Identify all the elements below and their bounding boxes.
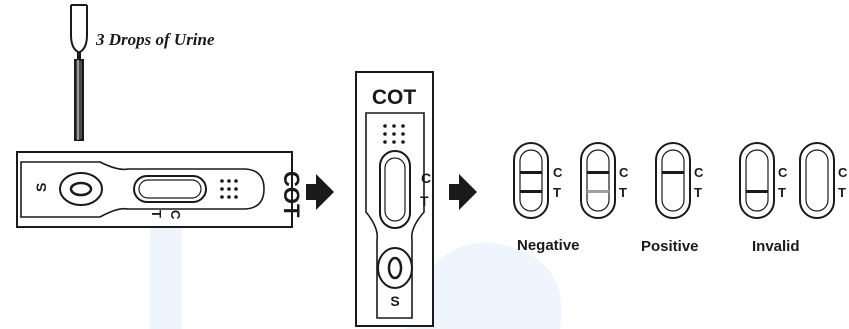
result-label-negative: Negative: [517, 237, 580, 254]
dropper-icon: [70, 4, 88, 141]
arrow-right-icon: [306, 174, 334, 210]
result-strip: [655, 142, 691, 219]
strip-control-label: C: [778, 165, 788, 180]
result-label-positive: Positive: [641, 238, 699, 255]
strip-test-label: T: [553, 185, 561, 200]
strip-control-label: C: [694, 165, 704, 180]
result-strip: [799, 142, 835, 219]
cassette-h-brand: COT: [279, 171, 304, 218]
cassette-v-brand: COT: [372, 86, 417, 109]
strip-test-label: T: [694, 185, 702, 200]
cassette-vertical: [355, 71, 434, 327]
cassette-h-sample-label: S: [33, 183, 49, 192]
cassette-v-sample-label: S: [390, 293, 399, 309]
strip-control-label: C: [553, 165, 563, 180]
result-strip: [739, 142, 775, 219]
cassette-h-control-label: C: [168, 210, 183, 220]
instruction-text: 3 Drops of Urine: [95, 30, 215, 49]
result-label-invalid: Invalid: [752, 238, 800, 255]
strip-test-label: T: [619, 185, 627, 200]
strip-test-label: T: [838, 185, 846, 200]
cassette-h-test-label: T: [149, 210, 164, 218]
strip-test-label: T: [778, 185, 786, 200]
cassette-horizontal: [16, 151, 293, 228]
cassette-v-control-label: C: [421, 170, 431, 186]
result-strip: [580, 142, 616, 219]
cassette-v-test-label: T: [420, 193, 429, 209]
strip-control-label: C: [838, 165, 848, 180]
result-strip: [513, 142, 549, 219]
arrow-right-icon: [449, 174, 477, 210]
strip-control-label: C: [619, 165, 629, 180]
